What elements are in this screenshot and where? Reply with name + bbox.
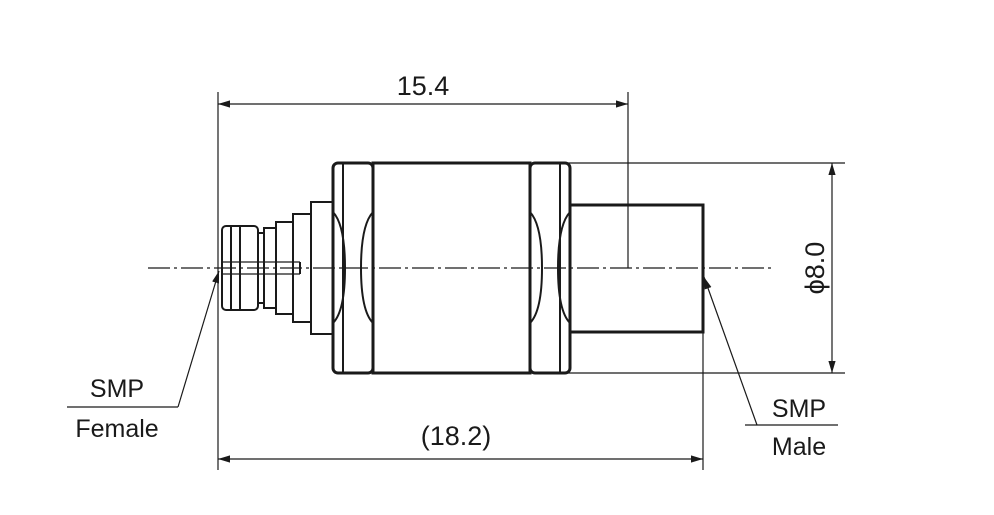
leader-male [703,276,838,426]
dimension-label-15-4: 15.4 [397,71,450,101]
label-smp-female-line1: SMP [90,375,144,403]
connector-body [221,161,705,375]
dimension-label-18-2: (18.2) [421,421,492,451]
dimension-label-diameter: ϕ8.0 [800,242,830,295]
label-smp-female-line2: Female [75,415,158,443]
label-smp-male-line2: Male [772,433,826,461]
label-smp-male-line1: SMP [772,395,826,423]
leader-female [67,270,220,408]
